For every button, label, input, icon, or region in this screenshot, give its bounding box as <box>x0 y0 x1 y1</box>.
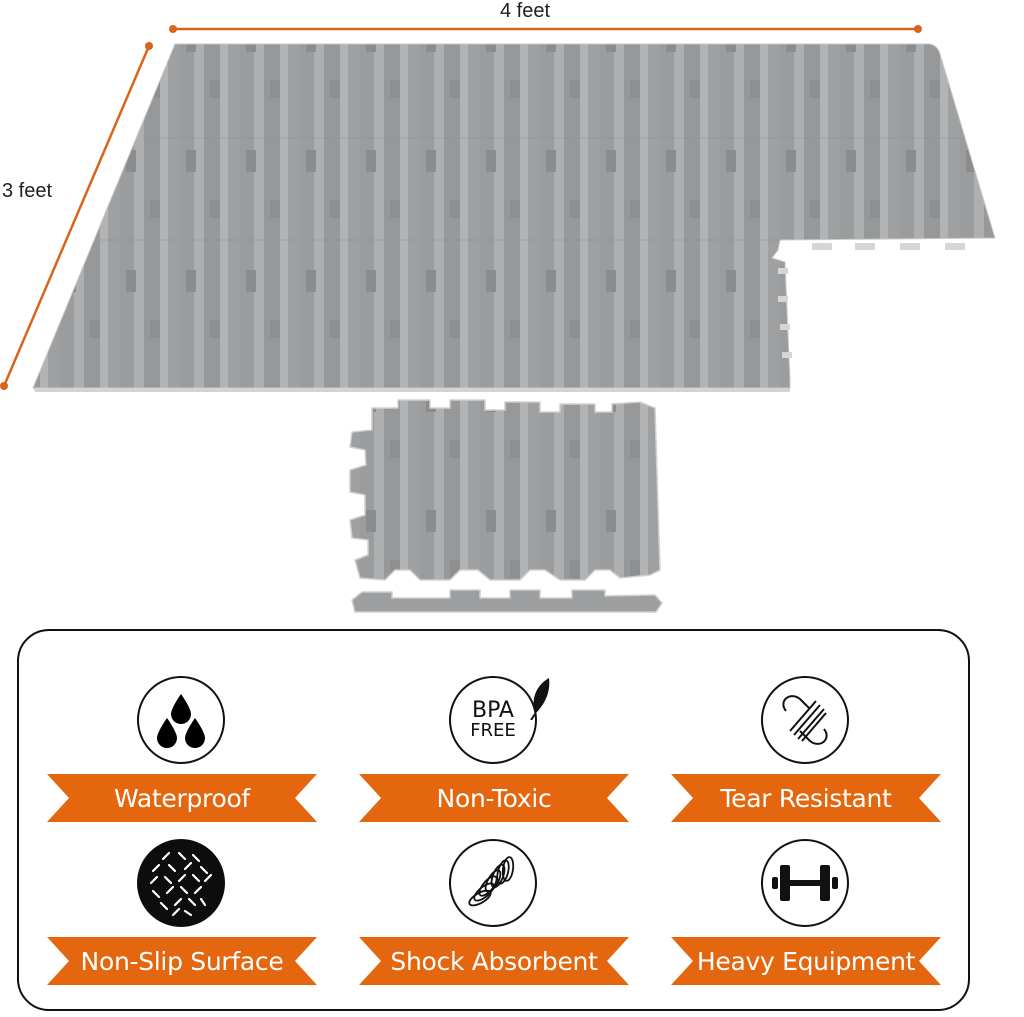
border-edge-strip <box>351 589 663 613</box>
feature-label: Shock Absorbent <box>390 946 598 976</box>
height-dimension-label: 3 feet <box>2 180 53 202</box>
free-text: FREE <box>470 720 516 741</box>
diamond-plate-icon <box>137 839 225 927</box>
rope-knot-icon <box>761 676 849 764</box>
ribbon-banner: Non-Toxic <box>359 774 629 822</box>
feature-label: Non-Slip Surface <box>80 946 284 976</box>
feature-label: Waterproof <box>114 783 250 813</box>
feature-label: Heavy Equipment <box>696 946 916 976</box>
product-illustration <box>0 25 996 613</box>
loose-tile-piece <box>349 399 661 581</box>
feature-waterproof: Waterproof <box>47 676 317 846</box>
height-dimension-line <box>0 42 153 390</box>
ribbon-banner: Waterproof <box>47 774 317 822</box>
feature-heavy-equipment: Heavy Equipment <box>671 839 941 1009</box>
ribbon-banner: Tear Resistant <box>671 774 941 822</box>
feature-shock-absorbent: Shock Absorbent <box>359 839 629 1009</box>
bpa-text: BPA <box>471 698 514 723</box>
feature-label: Non-Toxic <box>436 783 552 813</box>
ribbon-banner: Heavy Equipment <box>671 937 941 985</box>
feature-label: Tear Resistant <box>720 783 892 813</box>
water-drops-icon <box>137 676 225 764</box>
dumbbell-icon <box>761 839 849 927</box>
assembled-floor-mat <box>32 43 996 392</box>
bpa-free-icon: BPA FREE <box>449 676 537 764</box>
feature-non-toxic: BPA FREE Non-Toxic <box>359 676 629 846</box>
feature-tear-resistant: Tear Resistant <box>671 676 941 846</box>
feature-non-slip: Non-Slip Surface <box>47 839 317 1009</box>
width-dimension-line <box>169 25 922 33</box>
ribbon-banner: Non-Slip Surface <box>47 937 317 985</box>
ribbon-banner: Shock Absorbent <box>359 937 629 985</box>
width-dimension-label: 4 feet <box>500 0 551 22</box>
leaf-icon <box>530 678 550 720</box>
spring-coil-icon <box>449 839 537 927</box>
